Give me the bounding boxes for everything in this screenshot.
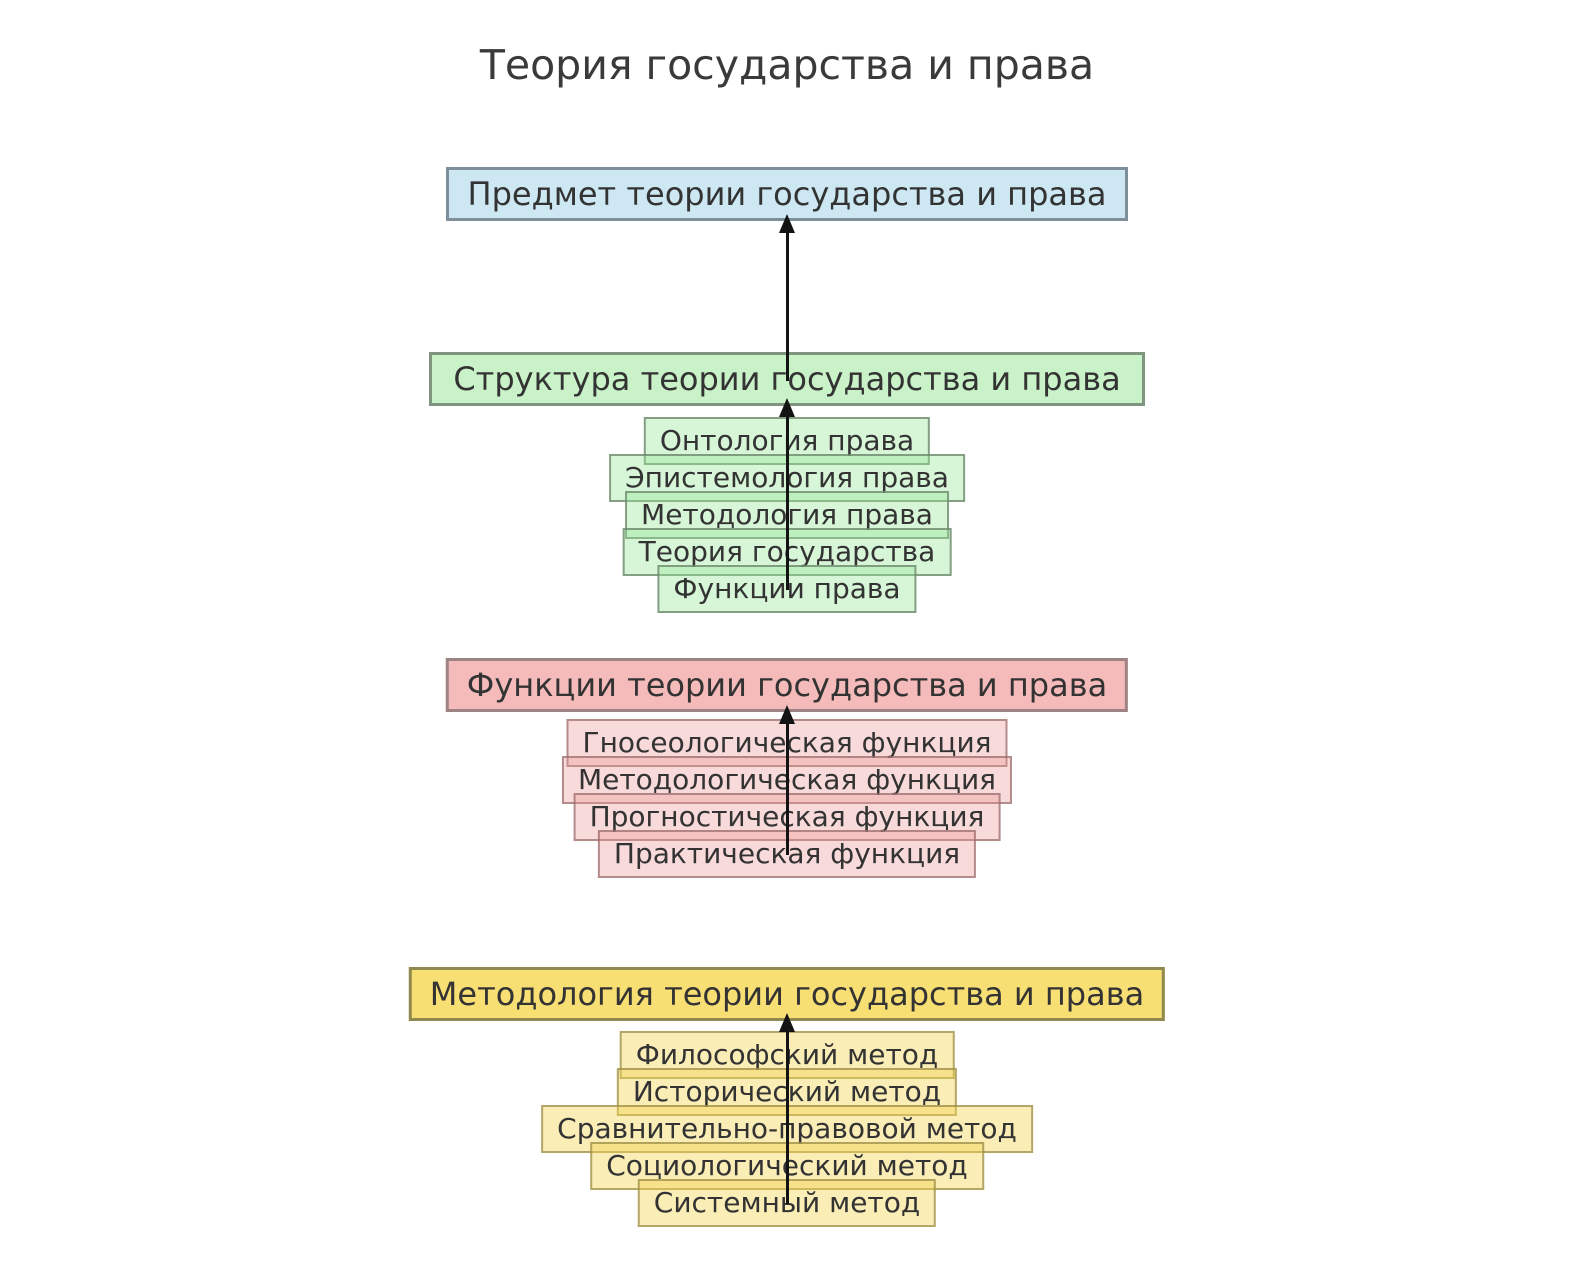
arrow-line [786, 1029, 789, 1204]
functions-header: Функции теории государства и права [445, 658, 1129, 712]
arrow-head-icon [779, 705, 795, 724]
arrow-head-icon [779, 398, 795, 417]
arrow-line [786, 414, 789, 590]
arrow-head-icon [779, 1013, 795, 1032]
arrow-head-icon [779, 214, 795, 233]
subject-box: Предмет теории государства и права [446, 167, 1128, 221]
diagram-title: Теория государства и права [479, 41, 1095, 89]
functions-item: Практическая функция [597, 830, 977, 878]
arrow-line [786, 231, 789, 381]
arrow-line [786, 721, 789, 855]
